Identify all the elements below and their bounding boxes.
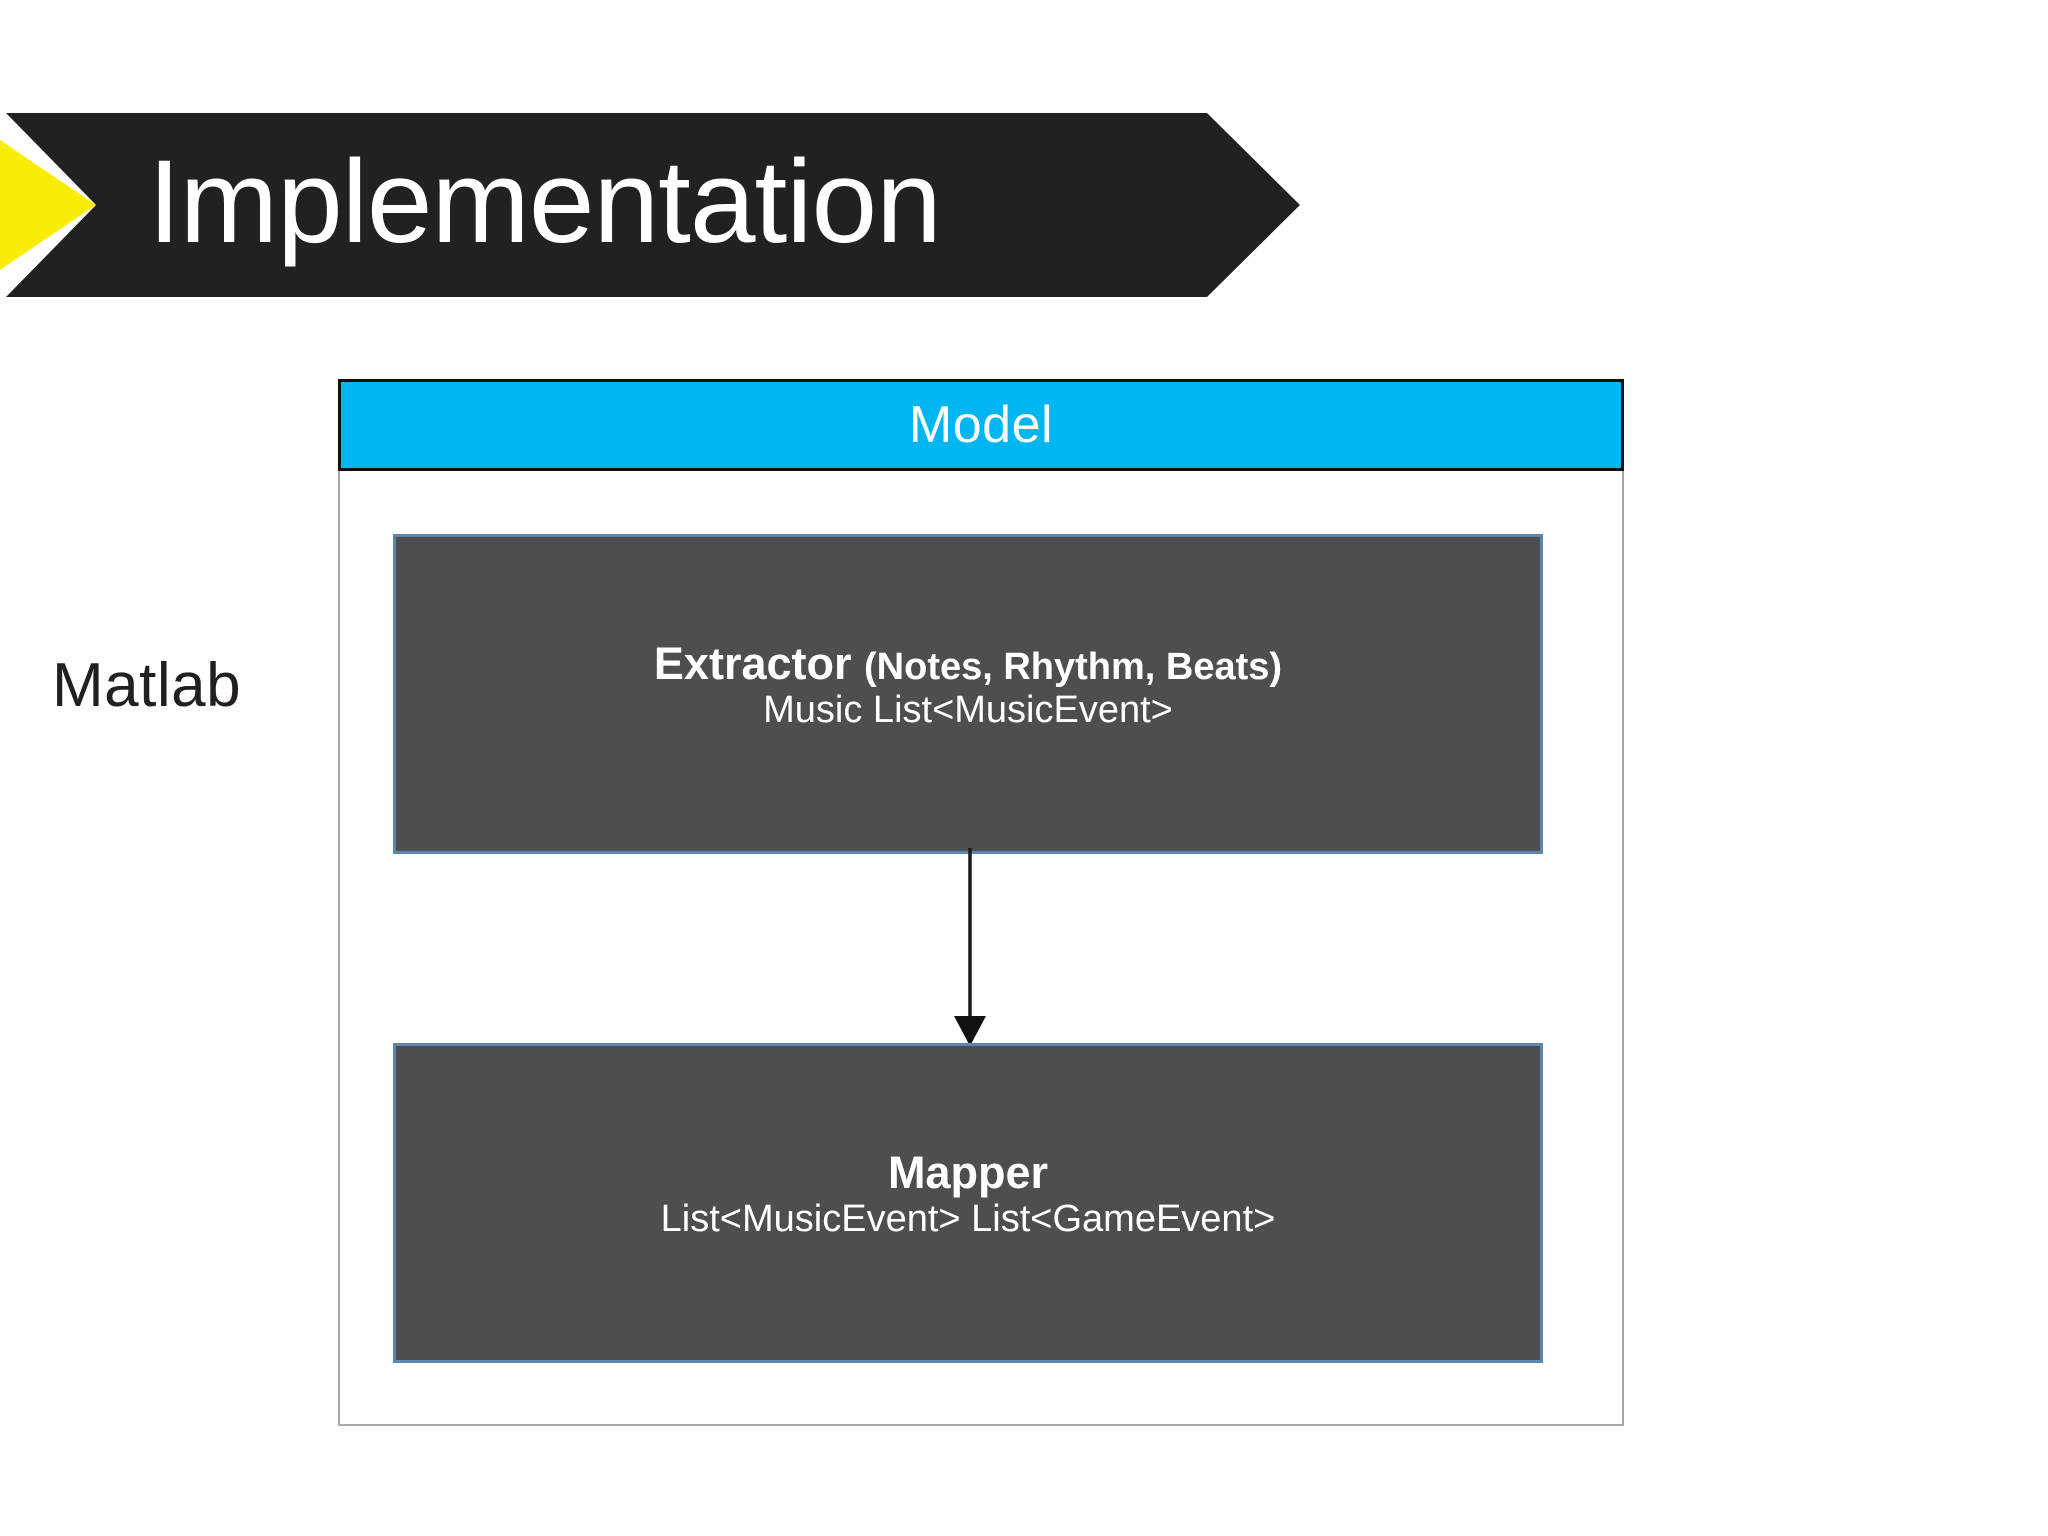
model-header-label: Model [908, 396, 1054, 454]
node-extractor-title: Extractor [653, 637, 852, 689]
slide-title-banner: Implementation [0, 113, 1300, 297]
node-mapper-signature: List<MusicEvent> List<GameEvent> [660, 1198, 1276, 1241]
title-banner-shape [0, 113, 1300, 297]
page-title: Implementation [148, 136, 942, 268]
node-mapper[interactable]: Mapper List<MusicEvent> List<GameEvent> [393, 1043, 1543, 1363]
title-banner-black-chevron [6, 113, 1300, 297]
node-mapper-title: Mapper [887, 1146, 1049, 1198]
node-mapper-title-line: Mapper [661, 1146, 1276, 1198]
title-banner-yellow-arrow [0, 140, 96, 270]
node-extractor-title-suffix: (Notes, Rhythm, Beats) [864, 645, 1283, 688]
platform-label: Matlab [52, 651, 242, 720]
edge-arrowhead [954, 1016, 986, 1046]
node-extractor[interactable]: Extractor (Notes, Rhythm, Beats) Music L… [393, 534, 1543, 854]
model-header-bar: Model [338, 379, 1624, 471]
edge-extractor-to-mapper [954, 848, 986, 1046]
node-mapper-text: Mapper List<MusicEvent> List<GameEvent> [660, 1146, 1276, 1242]
node-extractor-signature: Music List<MusicEvent> [763, 689, 1173, 732]
node-extractor-title-line: Extractor (Notes, Rhythm, Beats) [653, 637, 1283, 689]
node-extractor-text: Extractor (Notes, Rhythm, Beats) Music L… [653, 637, 1283, 733]
